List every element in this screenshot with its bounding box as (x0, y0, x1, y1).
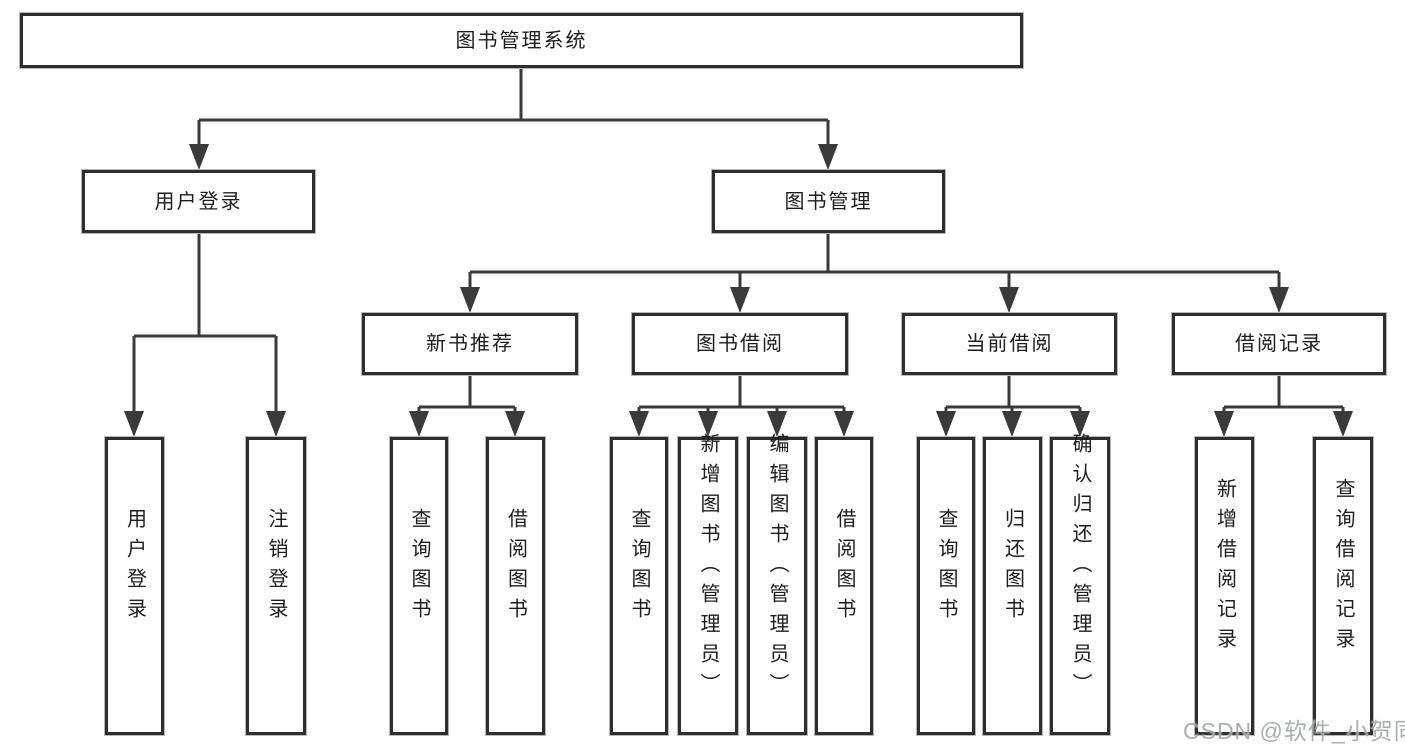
arrowhead (767, 411, 787, 437)
leaf-logout-login: 注销登录 (246, 437, 306, 735)
arrowhead (818, 144, 838, 170)
arrowhead (505, 411, 525, 437)
connector-book-management-to-level3 (468, 233, 1281, 289)
node-borrowing-records: 借阅记录 (1172, 313, 1386, 375)
leaf-query-books-borrow: 查询图书 (610, 437, 668, 735)
connector-user-login-to-leaves (132, 233, 278, 413)
arrowhead (1333, 411, 1353, 437)
arrowhead (936, 411, 956, 437)
node-library-management-system-label: 图书管理系统 (455, 29, 588, 52)
arrowhead (1269, 287, 1289, 313)
node-book-borrowing-label: 图书借阅 (696, 333, 784, 355)
node-new-book-recommendation-label: 新书推荐 (426, 333, 514, 355)
leaf-borrow-books-recommend: 借阅图书 (486, 437, 545, 735)
leaf-confirm-return-admin: 确认归还（管理员） (1050, 433, 1110, 735)
node-borrowing-records-label: 借阅记录 (1235, 333, 1323, 355)
connector-new-book-to-leaves (417, 375, 517, 413)
node-book-management: 图书管理 (712, 170, 945, 233)
leaf-borrow-books-recommend-label: 借阅图书 (504, 508, 527, 628)
arrowhead (1070, 411, 1090, 437)
arrowhead (460, 287, 480, 313)
leaf-query-books-borrow-label: 查询图书 (628, 508, 650, 628)
arrowhead (999, 287, 1019, 313)
arrowhead (730, 287, 750, 313)
leaf-return-books: 归还图书 (983, 437, 1042, 735)
leaf-add-books-admin-label: 新增图书（管理员） (697, 433, 719, 703)
connector-current-borrowing-to-leaves (944, 375, 1082, 413)
node-book-management-label: 图书管理 (784, 190, 873, 213)
leaf-borrow-books: 借阅图书 (815, 437, 873, 735)
node-user-login: 用户登录 (82, 170, 315, 233)
leaf-query-books-recommend-label: 查询图书 (408, 508, 430, 628)
leaf-query-borrow-record: 查询借阅记录 (1313, 437, 1373, 735)
leaf-query-books-current-label: 查询图书 (935, 508, 957, 628)
arrowhead (1002, 411, 1022, 437)
arrowhead (698, 411, 718, 437)
arrowhead (189, 144, 209, 170)
leaf-user-login-label: 用户登录 (123, 508, 146, 628)
node-current-borrowing-label: 当前借阅 (965, 333, 1054, 355)
arrowhead (124, 411, 144, 437)
node-user-login-label: 用户登录 (154, 190, 243, 213)
arrowhead (629, 411, 649, 437)
leaf-query-books-recommend: 查询图书 (390, 437, 448, 735)
leaf-user-login: 用户登录 (105, 437, 164, 735)
leaf-add-borrow-record-label: 新增借阅记录 (1213, 478, 1236, 658)
connector-borrow-records-to-leaves (1222, 375, 1345, 413)
leaf-add-borrow-record: 新增借阅记录 (1195, 437, 1254, 735)
leaf-add-books-admin: 新增图书（管理员） (678, 433, 738, 735)
leaf-logout-login-label: 注销登录 (265, 508, 287, 628)
leaf-return-books-label: 归还图书 (1001, 508, 1024, 628)
leaf-query-books-current: 查询图书 (917, 437, 975, 735)
connector-book-borrowing-to-leaves (637, 375, 846, 413)
node-new-book-recommendation: 新书推荐 (362, 313, 578, 375)
node-library-management-system: 图书管理系统 (20, 13, 1023, 68)
leaf-confirm-return-admin-label: 确认归还（管理员） (1069, 433, 1091, 703)
arrowhead (834, 411, 854, 437)
node-book-borrowing: 图书借阅 (632, 313, 848, 375)
leaf-edit-books-admin: 编辑图书（管理员） (747, 433, 807, 735)
connector-root-to-level2 (197, 68, 830, 146)
node-current-borrowing: 当前借阅 (902, 313, 1117, 375)
leaf-query-borrow-record-label: 查询借阅记录 (1332, 478, 1354, 658)
watermark: CSDN @软件_小贺同学 (1183, 718, 1405, 744)
leaf-borrow-books-label: 借阅图书 (833, 508, 855, 628)
arrowhead (409, 411, 429, 437)
leaf-edit-books-admin-label: 编辑图书（管理员） (766, 433, 788, 703)
arrowhead (1214, 411, 1234, 437)
arrowhead (266, 411, 286, 437)
